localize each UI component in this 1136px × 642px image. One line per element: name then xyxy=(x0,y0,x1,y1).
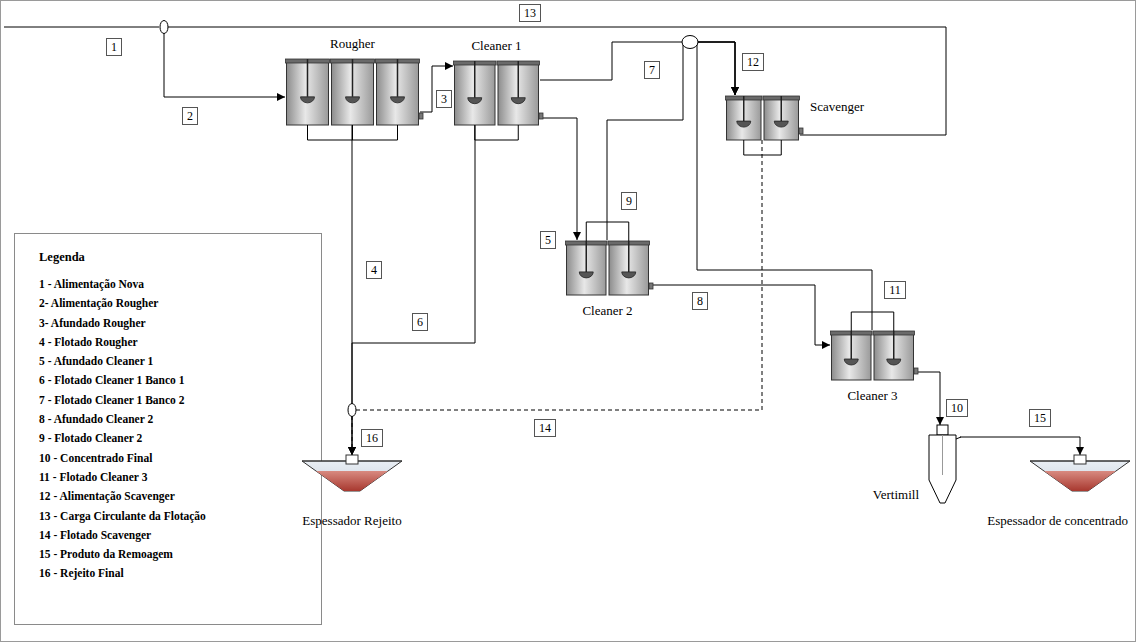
callout-number: 1 xyxy=(106,38,122,56)
scavenger-cell-drawing xyxy=(725,95,800,140)
flow-line xyxy=(960,437,1080,455)
cleaner-cell-drawing xyxy=(565,240,650,295)
equipment-label: Cleaner 2 xyxy=(582,303,632,319)
flow-line xyxy=(164,27,946,135)
junction xyxy=(160,21,168,34)
legend-entry: 15 - Produto da Remoagem xyxy=(39,545,321,564)
rougher-cell: Rougher xyxy=(285,58,420,125)
thickener: Espessador de concentrado xyxy=(1030,455,1130,493)
flow-line xyxy=(352,125,475,455)
junction xyxy=(348,404,356,417)
legend-entry: 11 - Flotado Cleaner 3 xyxy=(39,468,321,487)
callout-number: 10 xyxy=(946,399,968,417)
legend-entry: 4 - Flotado Rougher xyxy=(39,333,321,352)
legend-box: Legenda 1 - Alimentação Nova2- Alimentaçã… xyxy=(14,233,322,625)
flow-line xyxy=(915,372,940,425)
legend-entry: 9 - Flotado Cleaner 2 xyxy=(39,429,321,448)
cleaner-cell-drawing xyxy=(453,60,540,125)
equipment-label: Cleaner 3 xyxy=(847,388,897,404)
callout-number: 12 xyxy=(742,53,764,71)
thickener-drawing xyxy=(1030,455,1130,493)
junction xyxy=(682,36,698,49)
feed-line xyxy=(4,27,159,28)
legend-entry: 7 - Flotado Cleaner 1 Banco 2 xyxy=(39,391,321,410)
legend-entry: 14 - Flotado Scavenger xyxy=(39,526,321,545)
callout-number: 7 xyxy=(644,61,660,79)
vertimill-mill-drawing xyxy=(925,425,960,505)
flow-line xyxy=(650,285,830,345)
equipment-label: Espessador de concentrado xyxy=(987,513,1128,529)
flow-line xyxy=(352,140,762,455)
thickener: Espessador Rejeito xyxy=(302,455,402,493)
callout-number: 6 xyxy=(412,313,428,331)
legend-entry: 2- Alimentação Rougher xyxy=(39,294,321,313)
legend-entry: 5 - Afundado Cleaner 1 xyxy=(39,352,321,371)
legend-entry: 8 - Afundado Cleaner 2 xyxy=(39,410,321,429)
flow-line xyxy=(607,42,735,240)
callout-number: 8 xyxy=(692,292,708,310)
legend-entry: 6 - Flotado Cleaner 1 Banco 1 xyxy=(39,371,321,390)
callout-number: 4 xyxy=(366,261,382,279)
legend-entry: 16 - Rejeito Final xyxy=(39,564,321,583)
legend-entry: 12 - Alimentação Scavenger xyxy=(39,487,321,506)
legend-entry: 3- Afundado Rougher xyxy=(39,314,321,333)
equipment-label: Scavenger xyxy=(810,99,864,115)
equipment-label: Vertimill xyxy=(873,487,919,503)
callout-number: 16 xyxy=(361,429,383,447)
flow-line xyxy=(420,66,453,112)
callout-number: 5 xyxy=(540,231,556,249)
scavenger-cell: Scavenger xyxy=(725,95,800,140)
vertimill-mill: Vertimill xyxy=(925,425,960,505)
cleaner-cell: Cleaner 3 xyxy=(830,330,915,380)
callout-number: 14 xyxy=(534,419,556,437)
thickener-drawing xyxy=(302,455,402,493)
flow-line xyxy=(540,42,735,95)
flow-line xyxy=(540,118,577,240)
callout-number: 13 xyxy=(519,4,541,22)
legend-entry: 13 - Carga Circulante da Flotação xyxy=(39,507,321,526)
cleaner-cell: Cleaner 1 xyxy=(453,60,540,125)
cleaner-cell: Cleaner 2 xyxy=(565,240,650,295)
rougher-cell-drawing xyxy=(285,58,420,125)
equipment-label: Espessador Rejeito xyxy=(302,513,401,529)
callout-number: 3 xyxy=(436,90,452,108)
equipment-label: Cleaner 1 xyxy=(471,38,521,54)
callout-number: 11 xyxy=(884,281,906,299)
callout-number: 2 xyxy=(182,107,198,125)
flow-line xyxy=(697,42,872,330)
legend-entry: 1 - Alimentação Nova xyxy=(39,275,321,294)
callout-number: 9 xyxy=(621,192,637,210)
callout-number: 15 xyxy=(1029,409,1051,427)
legend-entry: 10 - Concentrado Final xyxy=(39,449,321,468)
legend-title: Legenda xyxy=(39,250,321,265)
cleaner-cell-drawing xyxy=(830,330,915,380)
equipment-label: Rougher xyxy=(330,36,375,52)
